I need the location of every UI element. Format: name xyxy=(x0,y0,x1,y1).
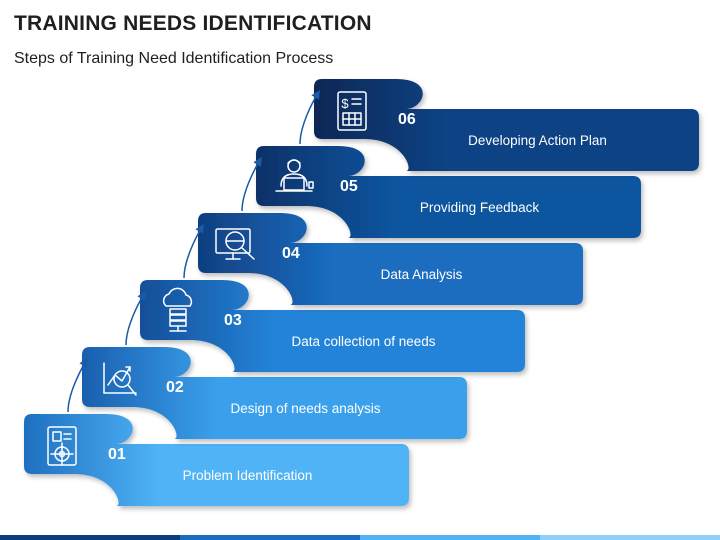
step-label: Data Analysis xyxy=(381,267,463,282)
target-document-icon xyxy=(47,426,77,466)
step-shape xyxy=(314,79,699,171)
footer-segment xyxy=(0,535,180,540)
connector-arrow xyxy=(125,290,146,346)
footer-segment xyxy=(360,535,540,540)
svg-text:$: $ xyxy=(341,96,349,111)
step-label: Developing Action Plan xyxy=(468,133,607,148)
step-label: Problem Identification xyxy=(183,468,313,483)
footer-segment xyxy=(540,535,720,540)
step-label: Providing Feedback xyxy=(420,200,540,215)
connector-arrow xyxy=(241,156,262,212)
step-shape xyxy=(198,213,583,305)
step-number: 06 xyxy=(398,111,416,128)
step-number: 01 xyxy=(108,446,126,463)
connector-arrow xyxy=(67,357,88,413)
step-number: 05 xyxy=(340,178,358,195)
footer-segment xyxy=(180,535,360,540)
footer-bar xyxy=(0,535,720,540)
step-shape xyxy=(140,280,525,372)
plan-document-icon: $ xyxy=(337,91,367,131)
step-number: 02 xyxy=(166,379,184,396)
person-laptop-icon xyxy=(275,159,314,192)
step-number: 04 xyxy=(282,245,300,262)
connector-arrow xyxy=(183,223,204,279)
step-number: 03 xyxy=(224,312,242,329)
connector-arrow xyxy=(299,89,320,145)
monitor-magnifier-icon xyxy=(215,228,255,260)
step-label: Design of needs analysis xyxy=(230,401,380,416)
cloud-server-icon xyxy=(162,287,193,332)
step-label: Data collection of needs xyxy=(291,334,435,349)
page-subtitle: Steps of Training Need Identification Pr… xyxy=(14,50,334,67)
step-shape xyxy=(24,414,409,506)
step-shape xyxy=(82,347,467,439)
page-title: TRAINING NEEDS IDENTIFICATION xyxy=(14,12,372,35)
chart-magnifier-icon xyxy=(103,362,137,396)
step-shape xyxy=(256,146,641,238)
